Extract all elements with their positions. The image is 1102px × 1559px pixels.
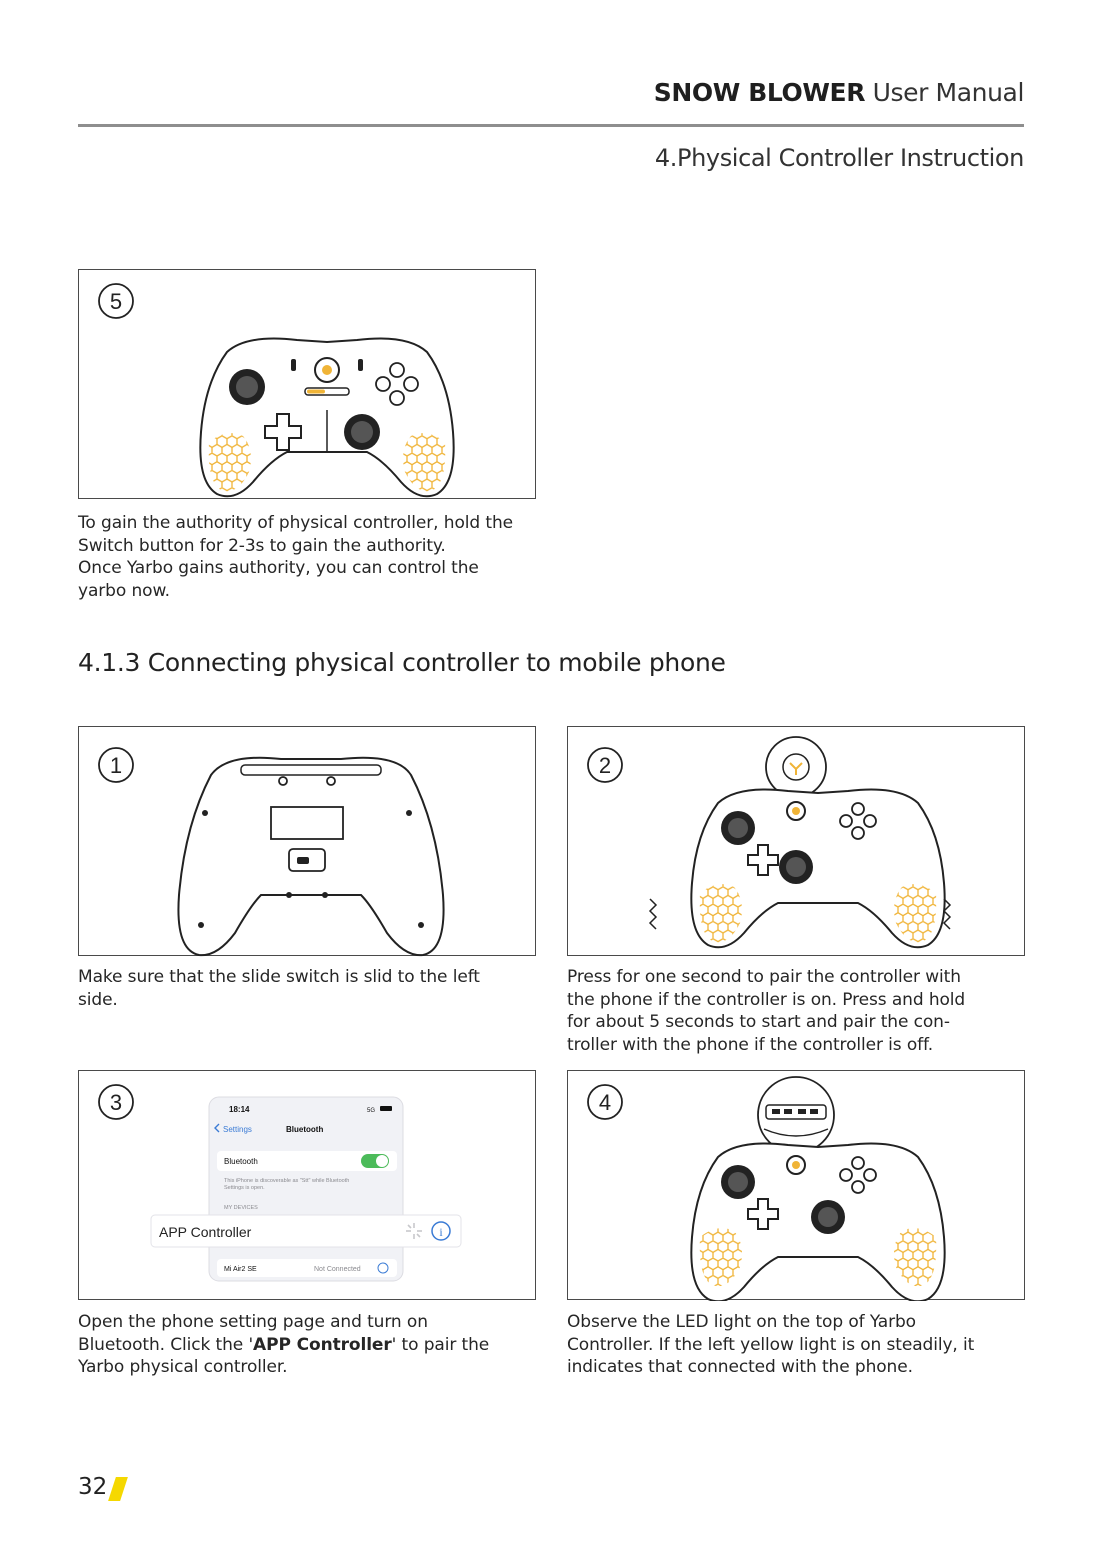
step5-caption: To gain the authority of physical contro…: [78, 512, 558, 602]
caption-line: Bluetooth. Click the 'APP Controller' to…: [78, 1334, 490, 1355]
step3-figure: 3 18:14 5G Settings Bluetooth Bluetooth …: [78, 1070, 536, 1300]
svg-text:5G: 5G: [367, 1108, 375, 1114]
app-controller-label: APP Controller: [159, 1224, 252, 1240]
step4-badge: 4: [599, 1090, 611, 1115]
document-title: SNOW BLOWER User Manual: [653, 78, 1025, 107]
svg-text:Mi Air2 SE: Mi Air2 SE: [224, 1266, 257, 1273]
caption-line: the phone if the controller is on. Press…: [567, 989, 966, 1010]
step1-caption: Make sure that the slide switch is slid …: [78, 966, 548, 1011]
caption-line: Yarbo physical controller.: [78, 1357, 288, 1377]
step5-figure: 5: [78, 269, 536, 499]
svg-text:Settings: Settings: [223, 1125, 252, 1134]
caption-line: for about 5 seconds to start and pair th…: [567, 1012, 950, 1032]
caption-line: troller with the phone if the controller…: [567, 1034, 933, 1055]
step2-caption: Press for one second to pair the control…: [567, 966, 1024, 1056]
caption-line: Once Yarbo gains authority, you can cont…: [78, 558, 479, 578]
header-rule: [78, 124, 1024, 127]
caption-line: Switch button for 2-3s to gain the autho…: [78, 535, 446, 556]
svg-text:i: i: [439, 1225, 443, 1239]
page-accent-mark: [108, 1477, 128, 1501]
vibration-left-icon: [648, 898, 658, 930]
svg-text:Bluetooth: Bluetooth: [286, 1125, 323, 1134]
caption-line: Press for one second to pair the control…: [567, 967, 961, 987]
caption-line: Observe the LED light on the top of Yarb…: [567, 1312, 916, 1332]
step5-badge: 5: [110, 289, 122, 314]
product-name: SNOW BLOWER: [653, 78, 866, 107]
svg-text:Bluetooth: Bluetooth: [224, 1157, 258, 1166]
doc-type: User Manual: [872, 78, 1025, 107]
step4-figure: 4: [567, 1070, 1025, 1301]
controller-back-illustration: [177, 756, 445, 957]
step2-badge: 2: [599, 753, 611, 778]
info-icon: [431, 1221, 451, 1241]
vibration-right-icon: [942, 898, 952, 930]
caption-line: yarbo now.: [78, 580, 170, 601]
app-controller-popup: APP Controller i: [150, 1214, 462, 1248]
phone-screenshot: 18:14 5G Settings Bluetooth Bluetooth Th…: [150, 1096, 462, 1282]
step2-figure: 2: [567, 726, 1025, 956]
loading-spinner-icon: [406, 1223, 422, 1239]
caption-line: side.: [78, 989, 118, 1010]
step1-badge: 1: [110, 753, 122, 778]
svg-text:Settings is open.: Settings is open.: [224, 1185, 265, 1191]
svg-text:This iPhone is discoverable as: This iPhone is discoverable as "Stt" whi…: [224, 1178, 349, 1184]
app-controller-emphasis: APP Controller: [253, 1334, 392, 1355]
step4-caption: Observe the LED light on the top of Yarb…: [567, 1311, 1024, 1379]
svg-text:MY DEVICES: MY DEVICES: [224, 1205, 258, 1211]
svg-text:Not Connected: Not Connected: [314, 1266, 361, 1273]
svg-text:18:14: 18:14: [229, 1105, 250, 1114]
step1-figure: 1: [78, 726, 536, 957]
controller-front-illustration: [199, 337, 455, 498]
caption-line: Controller. If the left yellow light is …: [567, 1334, 975, 1355]
caption-line: Open the phone setting page and turn on: [78, 1312, 428, 1332]
caption-line: indicates that connected with the phone.: [567, 1357, 913, 1377]
step3-caption: Open the phone setting page and turn on …: [78, 1311, 548, 1379]
caption-line: Make sure that the slide switch is slid …: [78, 967, 480, 987]
step3-badge: 3: [110, 1090, 122, 1115]
led-zoom-illustration: [757, 1076, 835, 1154]
step5-badge-circle: [98, 283, 134, 319]
section-title: 4.Physical Controller Instruction: [654, 144, 1024, 172]
caption-line: To gain the authority of physical contro…: [78, 513, 513, 533]
page-number: 32: [78, 1474, 108, 1500]
subsection-heading: 4.1.3 Connecting physical controller to …: [78, 648, 726, 677]
